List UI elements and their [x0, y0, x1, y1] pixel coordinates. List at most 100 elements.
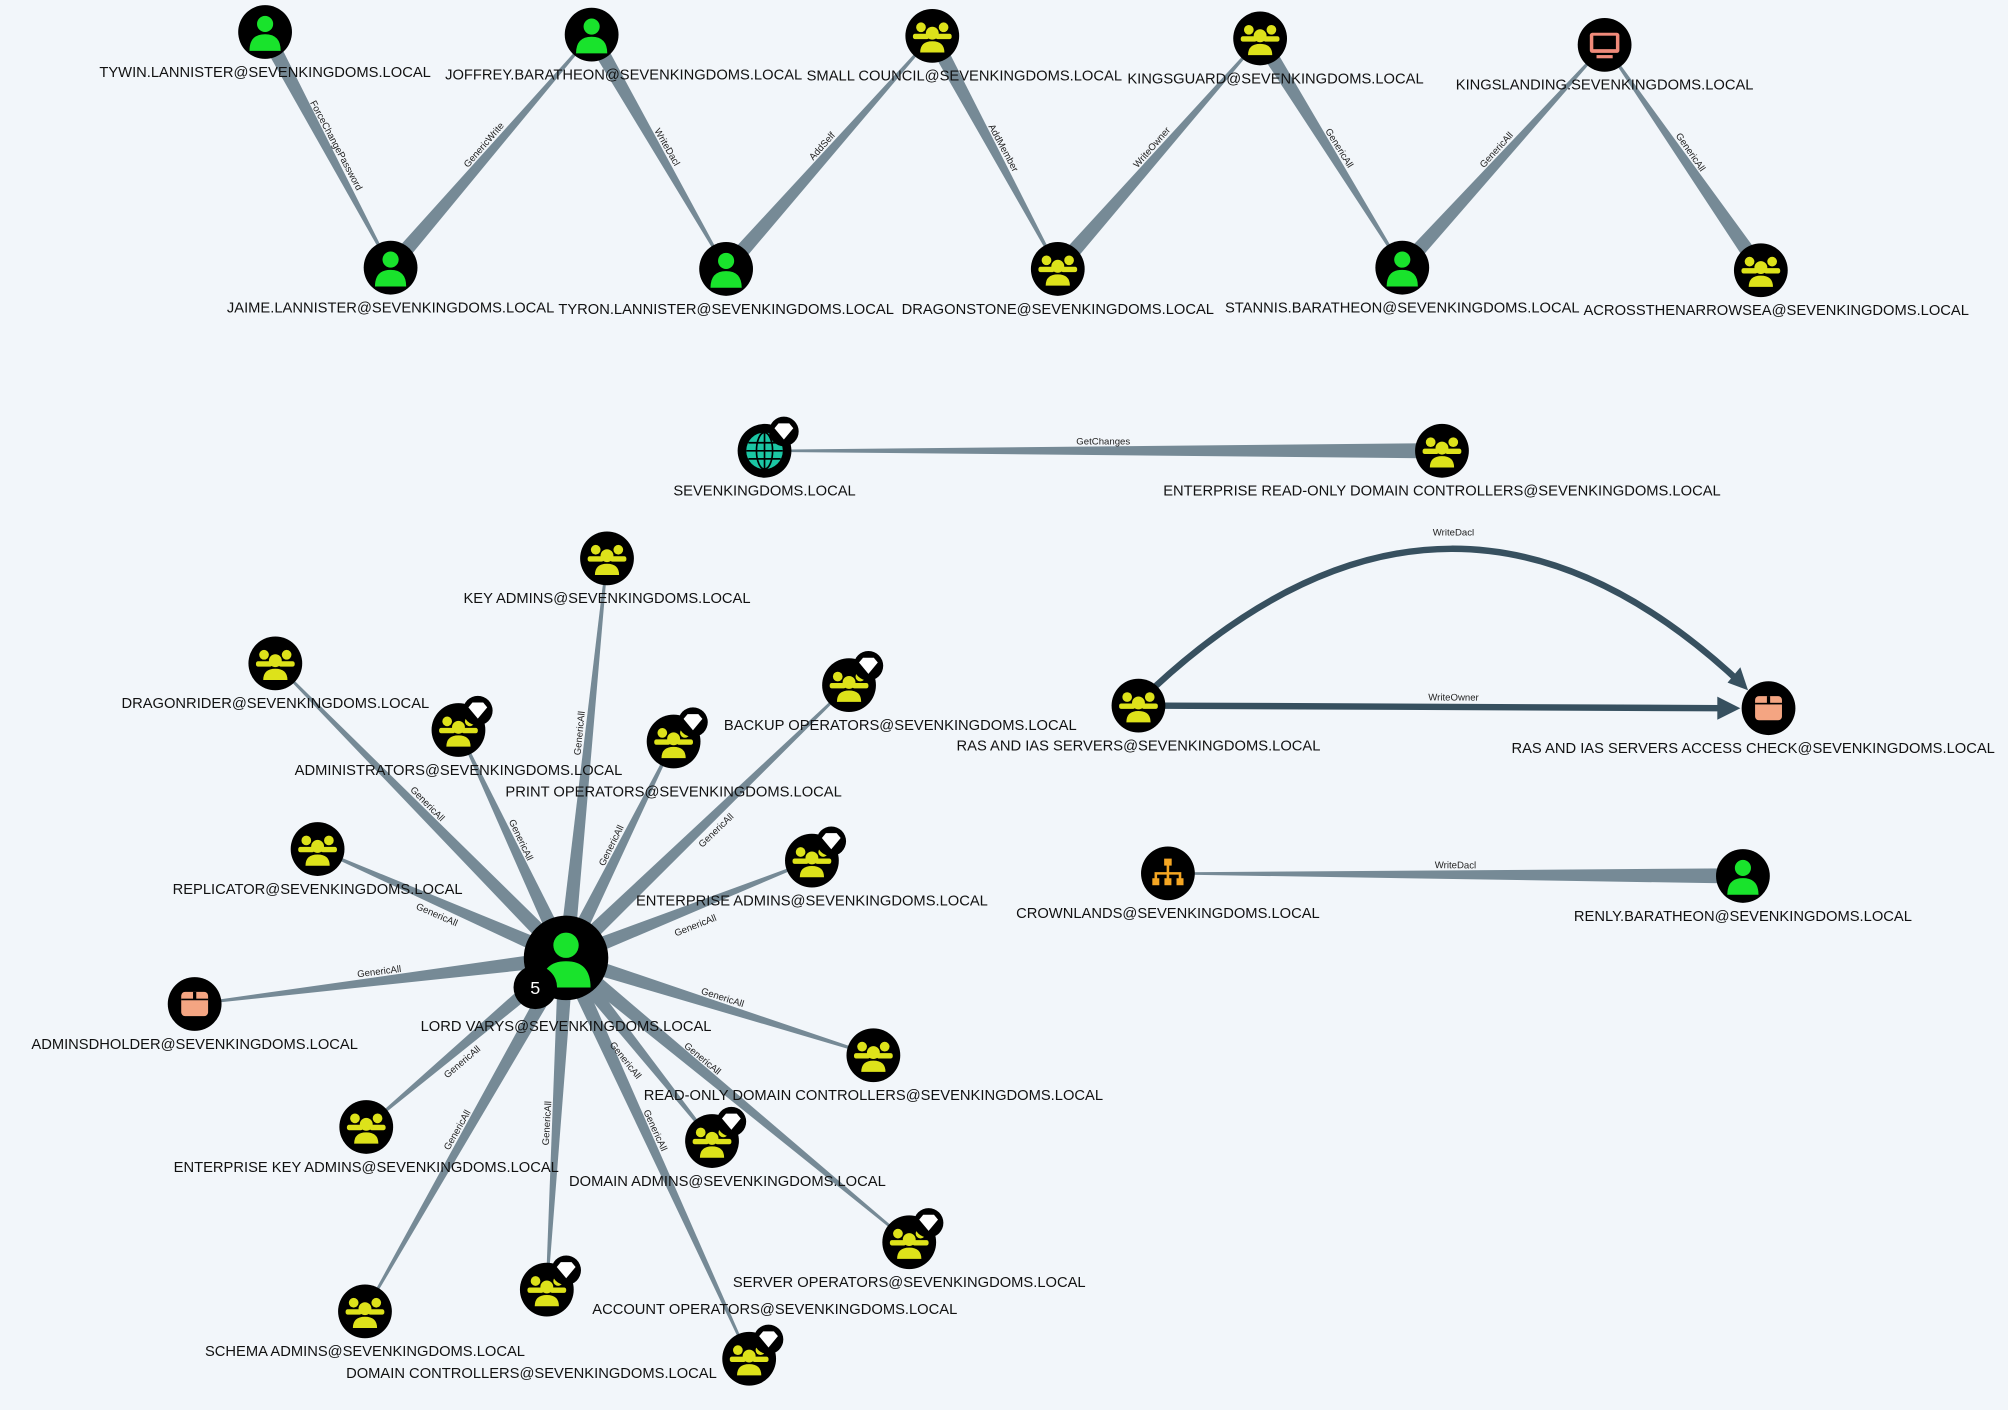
- group-icon: [854, 1041, 893, 1072]
- node-smallcouncil[interactable]: [905, 8, 960, 63]
- edge-addself-tyron-smallcouncil[interactable]: [720, 35, 934, 275]
- edge-genericall-varys-backupops[interactable]: [560, 684, 850, 964]
- user-icon: [1727, 859, 1759, 895]
- edge-genericall-varys-dcs[interactable]: [545, 957, 574, 1290]
- group-icon: [912, 22, 952, 53]
- node-label: RENLY.BARATHEON@SEVENKINGDOMS.LOCAL: [1574, 909, 1912, 925]
- node-label: RAS AND IAS SERVERS@SEVENKINGDOMS.LOCAL: [956, 738, 1320, 754]
- edge-line: [559, 741, 675, 962]
- node-serverops[interactable]: [882, 1208, 944, 1270]
- node-dragonstone[interactable]: [1030, 242, 1085, 296]
- user-icon: [374, 251, 407, 287]
- edge-genericall-varys-domainadmins[interactable]: [560, 953, 713, 1142]
- edge-line: [560, 684, 850, 964]
- node-across[interactable]: [1733, 243, 1788, 298]
- group-icon: [1741, 256, 1781, 287]
- edge-label: GenericAll: [357, 964, 402, 980]
- node-backupops[interactable]: [822, 650, 884, 713]
- node-domain[interactable]: [737, 416, 799, 478]
- node-rodc[interactable]: [846, 1028, 901, 1083]
- user-icon: [1386, 251, 1418, 287]
- node-accountops[interactable]: [722, 1324, 784, 1386]
- edge-line: [720, 35, 934, 275]
- node-dcs[interactable]: [519, 1255, 581, 1317]
- node-domainadmins[interactable]: [685, 1106, 747, 1168]
- edge-genericall-varys-schemaadmins[interactable]: [364, 954, 573, 1312]
- node-label: TYRON.LANNISTER@SEVENKINGDOMS.LOCAL: [558, 302, 894, 318]
- node-erodc[interactable]: [1415, 423, 1469, 478]
- node-label: KINGSGUARD@SEVENKINGDOMS.LOCAL: [1127, 71, 1423, 87]
- node-kingslanding[interactable]: [1577, 17, 1632, 72]
- node-label: BACKUP OPERATORS@SEVENKINGDOMS.LOCAL: [724, 718, 1077, 734]
- edge-genericall-varys-printops[interactable]: [559, 741, 675, 962]
- node-administrators[interactable]: [431, 695, 493, 757]
- node-label: ENTERPRISE READ-ONLY DOMAIN CONTROLLERS@…: [1163, 484, 1720, 500]
- edge-addmember-smallcouncil-dragonstone[interactable]: [925, 32, 1059, 270]
- edge-genericall-stannis-kingslanding[interactable]: [1396, 44, 1606, 273]
- node-dragonrider[interactable]: [248, 636, 303, 691]
- edge-writeowner-dragonstone-kingsguard[interactable]: [1052, 37, 1261, 275]
- high-value-gem-icon: [716, 1106, 747, 1137]
- node-crownlands[interactable]: [1141, 846, 1195, 901]
- node-varys[interactable]: 5: [513, 915, 609, 1010]
- edge-writeowner-ras-rascheck[interactable]: [1164, 696, 1741, 720]
- node-tyron[interactable]: [699, 242, 753, 296]
- node-schemaadmins[interactable]: [338, 1284, 392, 1339]
- edge-label: WriteDacl: [1435, 860, 1476, 871]
- edge-forcechangepassword-tywin-jaime[interactable]: [258, 28, 392, 269]
- node-ras[interactable]: [1111, 678, 1166, 733]
- edge-writedacl-ras-rascheck[interactable]: [1151, 545, 1749, 691]
- node-joffrey[interactable]: [564, 7, 619, 62]
- edge-genericall-varys-administrators[interactable]: [457, 729, 573, 962]
- node-entkeyadmins[interactable]: [339, 1100, 394, 1154]
- edge-line: [317, 848, 570, 965]
- edge-genericall-varys-keyadmins[interactable]: [558, 558, 609, 959]
- user-icon: [576, 18, 608, 54]
- edge-line: [558, 558, 609, 959]
- computer-icon: [1589, 32, 1620, 59]
- edge-genericall-varys-rodc[interactable]: [563, 950, 874, 1057]
- edge-genericall-varys-serverops[interactable]: [561, 952, 910, 1244]
- node-label: REPLICATOR@SEVENKINGDOMS.LOCAL: [173, 882, 463, 898]
- node-adminsdholder[interactable]: [167, 977, 222, 1031]
- node-label: KEY ADMINS@SEVENKINGDOMS.LOCAL: [463, 591, 750, 607]
- node-rascheck[interactable]: [1741, 681, 1796, 736]
- edge-writedacl-joffrey-tyron[interactable]: [584, 30, 727, 270]
- node-printops[interactable]: [646, 707, 708, 769]
- node-label: STANNIS.BARATHEON@SEVENKINGDOMS.LOCAL: [1225, 300, 1580, 316]
- node-kingsguard[interactable]: [1233, 11, 1288, 66]
- node-jaime[interactable]: [363, 240, 418, 295]
- node-label: SMALL COUNCIL@SEVENKINGDOMS.LOCAL: [807, 69, 1122, 85]
- group-icon: [1422, 437, 1462, 468]
- node-entadmins[interactable]: [785, 826, 847, 888]
- edge-genericall-varys-entadmins[interactable]: [563, 859, 813, 966]
- node-replicator[interactable]: [290, 822, 345, 876]
- edge-genericall-across-kingslanding[interactable]: [1603, 44, 1768, 275]
- node-keyadmins[interactable]: [580, 531, 634, 586]
- node-tywin[interactable]: [238, 5, 292, 59]
- edge-writedacl-renly-crownlands[interactable]: [1167, 868, 1743, 884]
- edge-genericall-varys-replicator[interactable]: [317, 848, 570, 965]
- node-label: ADMINISTRATORS@SEVENKINGDOMS.LOCAL: [295, 763, 623, 779]
- edge-genericwrite-jaime-joffrey[interactable]: [384, 33, 593, 273]
- container-icon: [1755, 696, 1782, 721]
- edge-genericall-varys-adminsdholder[interactable]: [194, 950, 567, 1006]
- node-stannis[interactable]: [1375, 240, 1430, 295]
- edge-line: [1052, 37, 1261, 275]
- edge-genericall-varys-accountops[interactable]: [559, 954, 751, 1360]
- node-label: DOMAIN CONTROLLERS@SEVENKINGDOMS.LOCAL: [346, 1366, 717, 1382]
- group-icon: [345, 1297, 385, 1329]
- group-icon: [298, 835, 337, 866]
- node-label: SCHEMA ADMINS@SEVENKINGDOMS.LOCAL: [205, 1344, 525, 1360]
- edge-line: [457, 729, 573, 962]
- edge-label: GenericAll: [572, 711, 587, 756]
- node-label: DRAGONRIDER@SEVENKINGDOMS.LOCAL: [121, 696, 429, 712]
- node-renly[interactable]: [1716, 849, 1770, 903]
- edge-genericall-kingsguard-stannis[interactable]: [1253, 34, 1404, 269]
- edge-label: WriteOwner: [1428, 692, 1479, 703]
- edge-genericall-varys-dragonrider[interactable]: [274, 662, 572, 964]
- node-label: JAIME.LANNISTER@SEVENKINGDOMS.LOCAL: [227, 300, 554, 316]
- edge-line: [258, 28, 392, 269]
- edge-getchanges-erodc-domain[interactable]: [764, 443, 1442, 459]
